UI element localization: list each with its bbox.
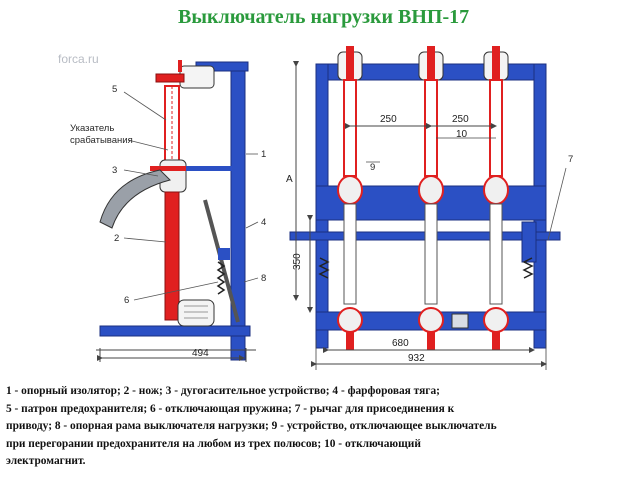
front-view: 250 250 10 9 7 A 350 680 932: [286, 46, 573, 370]
callout-4: 4: [261, 217, 266, 228]
technical-drawing: 5 Указатель срабатывания 3 1 2 4 6 8 494: [70, 46, 573, 370]
drive-lever: [521, 221, 537, 263]
side-frame-base: [99, 325, 251, 337]
callout-2: 2: [114, 233, 119, 244]
knife-blade: [164, 191, 180, 321]
legend-line: 5 - патрон предохранителя; 6 - отключающ…: [6, 402, 455, 415]
legend: 1 - опорный изолятор; 2 - нож; 3 - дугог…: [6, 383, 636, 471]
callout-6: 6: [124, 295, 129, 306]
legend-line: 1 - опорный изолятор; 2 - нож; 3 - дугог…: [6, 385, 440, 397]
dimension-pitch-right: 250: [452, 114, 469, 125]
dimension-width: 494: [192, 348, 209, 359]
trip-electromagnet: [451, 313, 469, 329]
indicator-label-line1: Указатель: [70, 123, 114, 134]
dimension-lower: 350: [292, 253, 303, 270]
porcelain-rod: [203, 199, 240, 323]
pole-left: [337, 46, 363, 350]
dimension-inner: 680: [392, 338, 409, 349]
fuse-holder-top: [179, 65, 215, 89]
front-spring-left: [318, 257, 330, 279]
dimension-overall: 932: [408, 353, 425, 364]
callout-3: 3: [112, 165, 117, 176]
dimension-offset: 10: [456, 129, 468, 140]
trip-spring: [216, 261, 226, 295]
pole-middle: [418, 46, 444, 350]
dimension-height-A: A: [286, 174, 293, 185]
arc-horn: [99, 169, 171, 229]
callout-9: 9: [370, 162, 375, 173]
callout-5: 5: [112, 84, 117, 95]
dimension-pitch-left: 250: [380, 114, 397, 125]
side-view: 5 Указатель срабатывания 3 1 2 4 6 8 494: [70, 60, 266, 362]
front-spring-right: [522, 257, 534, 279]
pole-right: [483, 46, 509, 350]
legend-line: электромагнит.: [6, 455, 86, 467]
watermark: forca.ru: [58, 52, 99, 66]
indicator-label-line2: срабатывания: [70, 135, 133, 146]
page-title: Выключатель нагрузки ВНП-17: [178, 6, 470, 28]
legend-line: приводу; 8 - опорная рама выключателя на…: [6, 420, 497, 432]
callout-8: 8: [261, 273, 266, 284]
support-insulator-bottom: [177, 299, 215, 327]
legend-line: при перегорании предохранителя на любом …: [6, 437, 421, 450]
callout-7: 7: [568, 154, 573, 165]
callout-1: 1: [261, 149, 266, 160]
